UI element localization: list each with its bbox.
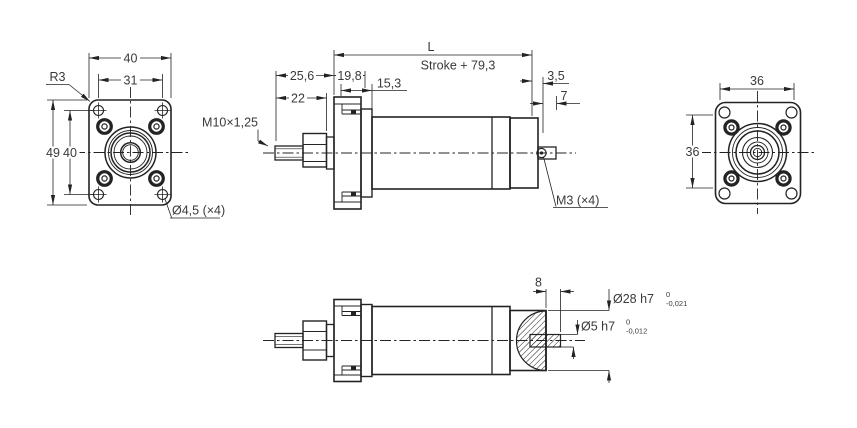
dia-28-tol-upper: 0 <box>666 290 670 299</box>
mounting-screw <box>775 170 792 187</box>
dim-width-outer: 40 <box>88 51 172 98</box>
thread-m3-label: M3 (×4) <box>556 194 599 208</box>
flange-plate-front <box>88 99 172 206</box>
dim-22-label: 22 <box>291 91 305 105</box>
thread-m10-label: M10×1,25 <box>202 116 258 130</box>
dim-rear-thread: M3 (×4) <box>543 156 608 208</box>
rear-boss-rings <box>727 122 788 183</box>
corner-hole <box>154 102 171 119</box>
dim-head-length: 15,3 <box>340 77 407 116</box>
corner-hole <box>718 106 731 119</box>
dim-15-3-label: 15,3 <box>377 77 401 91</box>
dim-3-5-label: 3,5 <box>547 69 564 83</box>
dim-36-width-label: 36 <box>750 74 764 88</box>
dim-bolt-spacing-height: 40 <box>60 110 94 195</box>
front-view: 40 31 R3 49 40 Ø4,5 (×4) <box>43 51 225 219</box>
dim-corner-holes: Ø4,5 (×4) <box>164 198 225 219</box>
dim-rod-thread: M10×1,25 <box>202 116 269 147</box>
dia-28-label: Ø28 h7 <box>613 292 654 306</box>
dim-40-holes-label: 40 <box>63 146 77 160</box>
dim-boss-diameter: Ø28 h7 0 -0,021 <box>548 289 687 383</box>
dim-flange-offset: 19,8 <box>334 69 366 88</box>
mounting-screw <box>775 119 792 136</box>
dim-corner-radius: R3 <box>46 70 91 102</box>
rod-bearing-boss <box>104 126 157 179</box>
dim-19-8-label: 19,8 <box>337 69 361 83</box>
dim-l-label: L <box>428 40 435 54</box>
dim-25-6-label: 25,6 <box>290 69 314 83</box>
dim-rear-boss-length: 7 <box>530 89 580 110</box>
dim-40-width-label: 40 <box>124 51 138 65</box>
dim-31-holes-label: 31 <box>124 73 138 87</box>
corner-hole <box>785 187 798 200</box>
dim-49-height-label: 49 <box>46 146 60 160</box>
dim-36-height-label: 36 <box>686 145 700 159</box>
dia-4-5-holes-label: Ø4,5 (×4) <box>172 204 225 218</box>
rod-nut <box>302 132 328 168</box>
mounting-screw <box>96 170 113 187</box>
dia-5-tol-upper: 0 <box>626 318 630 327</box>
dim-rear-width: 36 <box>719 74 795 100</box>
corner-hole <box>718 187 731 200</box>
dia-28-tol-lower: -0,021 <box>666 299 687 308</box>
dim-rear-height: 36 <box>683 114 713 189</box>
dim-7-label: 7 <box>561 89 568 103</box>
mounting-screw <box>148 118 165 135</box>
mounting-screw <box>723 119 740 136</box>
corner-hole <box>785 106 798 119</box>
end-cap-rear-face <box>714 101 802 205</box>
side-view: L Stroke + 79,3 25,6 19,8 22 15,3 <box>202 40 608 210</box>
mounting-screw <box>723 170 740 187</box>
corner-hole <box>154 186 171 203</box>
rear-boss-stub <box>537 146 557 160</box>
dia-5-label: Ø5 h7 <box>581 320 615 334</box>
dim-length: L Stroke + 79,3 <box>333 40 533 116</box>
m3-hole <box>536 147 547 159</box>
bottom-view: 8 Ø28 h7 0 -0,021 Ø5 h7 0 -0,012 <box>263 276 687 383</box>
dim-shaft-diameter: Ø5 h7 0 -0,012 <box>560 318 647 359</box>
dim-r3-label: R3 <box>50 70 66 84</box>
dim-cap-lip: 3,5 <box>520 69 569 133</box>
dim-8-label: 8 <box>535 276 542 290</box>
dim-bolt-spacing-width: 31 <box>98 73 163 98</box>
dim-height-outer: 49 <box>43 99 87 206</box>
mounting-screw <box>96 118 113 135</box>
dim-rod-extension: 25,6 <box>275 69 334 141</box>
dim-thread-length: 22 <box>276 91 327 131</box>
stroke-label: Stroke + 79,3 <box>421 59 496 73</box>
mounting-screw <box>148 170 165 187</box>
rear-view: 36 36 <box>683 74 816 214</box>
dia-5-tol-lower: -0,012 <box>626 327 647 336</box>
